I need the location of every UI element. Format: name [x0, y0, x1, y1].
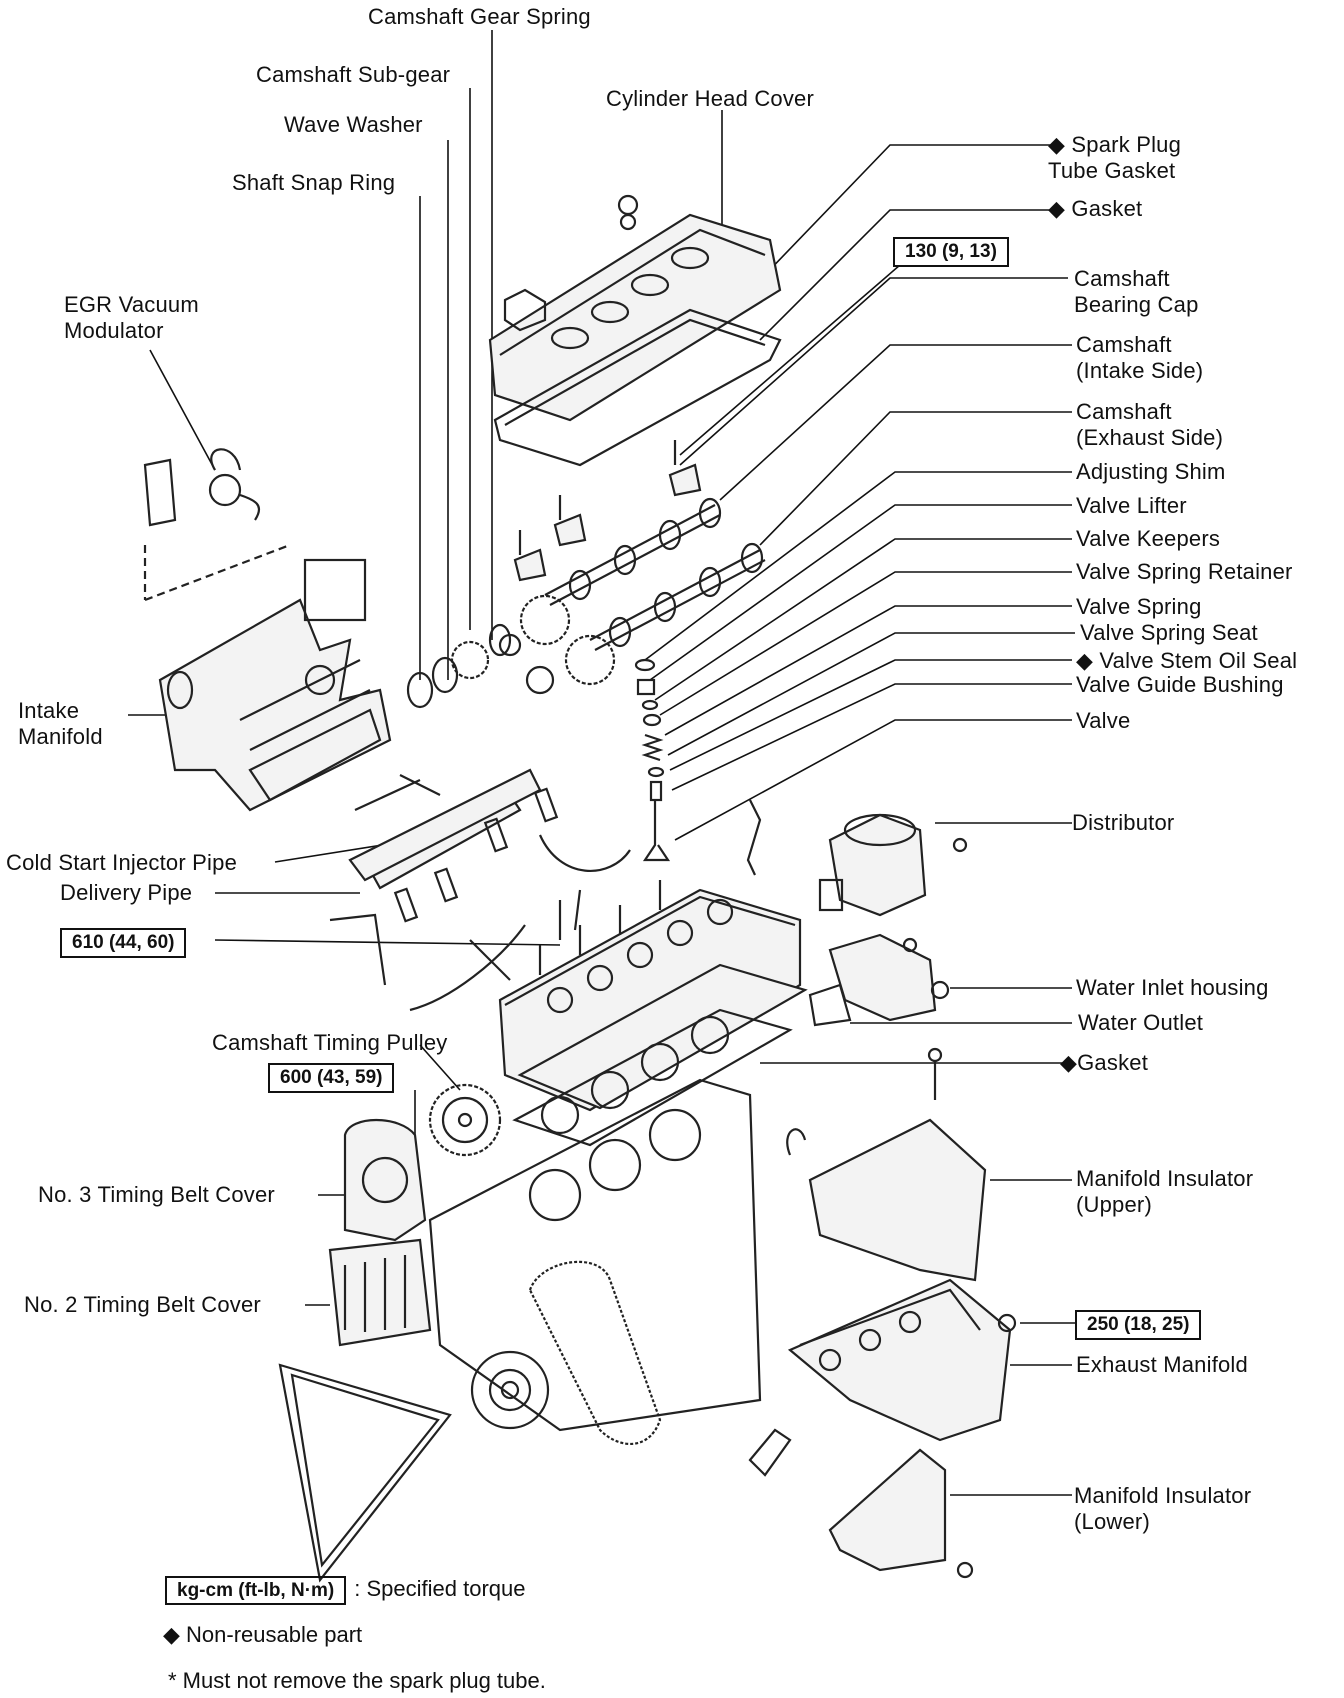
- leader-valve-stem-oil-seal: [669, 659, 1072, 771]
- label-water-outlet: Water Outlet: [1078, 1010, 1204, 1035]
- label-gasket-head: ◆Gasket: [1060, 1050, 1149, 1075]
- legend-torque-box: kg-cm (ft-lb, N·m): [165, 1576, 347, 1605]
- label-camshaft-timing-pulley: Camshaft Timing Pulley: [212, 1030, 448, 1055]
- leader-valve: [674, 719, 1072, 841]
- leader-adjusting-shim: [644, 471, 1072, 661]
- legend-nonreusable: ◆ Non-reusable part: [163, 1622, 363, 1647]
- label-valve-spring-seat: Valve Spring Seat: [1080, 620, 1258, 645]
- label-valve-stem-oil-seal: ◆ Valve Stem Oil Seal: [1076, 648, 1298, 673]
- label-egr-vacuum-modulator: EGR Vacuum Modulator: [64, 292, 199, 343]
- leader-valve-guide-bushing: [671, 683, 1072, 791]
- distributor: [746, 799, 968, 917]
- label-valve: Valve: [1076, 708, 1131, 733]
- torque-610: 610 (44, 60): [60, 928, 187, 958]
- leader-camshaft-intake: [719, 344, 1072, 501]
- label-exhaust-manifold: Exhaust Manifold: [1076, 1352, 1248, 1377]
- leader-torque-130: [679, 264, 901, 456]
- torque-250: 250 (18, 25): [1075, 1310, 1202, 1340]
- label-manifold-insulator-lower: Manifold Insulator (Lower): [1074, 1483, 1252, 1534]
- label-spark-plug-tube-gasket: ◆ Spark Plug Tube Gasket: [1048, 132, 1182, 183]
- cylinder-head-cover: [488, 194, 782, 422]
- label-manifold-insulator-upper: Manifold Insulator (Upper): [1076, 1166, 1254, 1217]
- exhaust-manifold: [787, 1278, 1017, 1442]
- leader-valve-keepers: [654, 538, 1072, 701]
- leader-lines: [128, 30, 1075, 1496]
- legend-torque-text: : Specified torque: [354, 1576, 526, 1601]
- camshaft-intake-side: [544, 497, 722, 606]
- manifold-insulator-lower: [748, 1428, 974, 1579]
- label-camshaft-gear-spring: Camshaft Gear Spring: [368, 4, 591, 29]
- leader-spark-plug-tube-gasket: [759, 144, 1060, 281]
- leader-torque-610: [214, 939, 561, 946]
- head-gasket: [512, 1008, 793, 1147]
- label-no3-timing-belt-cover: No. 3 Timing Belt Cover: [38, 1182, 275, 1207]
- label-camshaft-intake: Camshaft (Intake Side): [1076, 332, 1204, 383]
- label-water-inlet-housing: Water Inlet housing: [1076, 975, 1269, 1000]
- label-valve-lifter: Valve Lifter: [1076, 493, 1187, 518]
- label-camshaft-bearing-cap: Camshaft Bearing Cap: [1074, 266, 1199, 317]
- label-shaft-snap-ring: Shaft Snap Ring: [232, 170, 396, 195]
- valve-stack: [634, 658, 671, 862]
- bearing-caps: [513, 440, 702, 582]
- label-gasket-top: ◆ Gasket: [1048, 196, 1143, 221]
- no3-timing-belt-cover: [343, 1118, 427, 1242]
- label-distributor: Distributor: [1072, 810, 1175, 835]
- leader-valve-lifter: [649, 504, 1072, 681]
- label-adjusting-shim: Adjusting Shim: [1076, 459, 1226, 484]
- timing-belt: [470, 1260, 662, 1445]
- torque-130: 130 (9, 13): [893, 237, 1009, 267]
- legend-note: * Must not remove the spark plug tube.: [168, 1668, 546, 1693]
- leader-camshaft-exhaust: [759, 411, 1072, 546]
- label-camshaft-exhaust: Camshaft (Exhaust Side): [1076, 399, 1224, 450]
- leader-gasket-top: [759, 209, 1060, 341]
- camshaft-exhaust-side: [589, 542, 766, 651]
- head-cover-gasket: [493, 308, 782, 467]
- leader-timing-pulley: [419, 1044, 461, 1091]
- leader-camshaft-bearing-cap: [679, 277, 1068, 466]
- leader-egr: [149, 349, 216, 471]
- label-no2-timing-belt-cover: No. 2 Timing Belt Cover: [24, 1292, 261, 1317]
- leader-valve-spring-retainer: [659, 571, 1072, 716]
- engine-block: [428, 1078, 762, 1432]
- label-camshaft-sub-gear: Camshaft Sub-gear: [256, 62, 451, 87]
- leader-valve-spring-seat: [667, 632, 1075, 756]
- camshaft-timing-pulley: [428, 1083, 502, 1157]
- label-valve-keepers: Valve Keepers: [1076, 526, 1221, 551]
- egr-vacuum-modulator: [143, 448, 291, 602]
- label-valve-spring-retainer: Valve Spring Retainer: [1076, 559, 1293, 584]
- label-valve-spring: Valve Spring: [1076, 594, 1202, 619]
- cylinder-head: [498, 880, 808, 1112]
- camshaft-gears: [450, 594, 616, 695]
- water-inlet-housing: [808, 933, 950, 1027]
- leader-valve-spring: [664, 605, 1072, 736]
- delivery-pipe-assembly: [329, 768, 631, 1012]
- label-delivery-pipe: Delivery Pipe: [60, 880, 193, 905]
- legend-torque: kg-cm (ft-lb, N·m) : Specified torque: [165, 1576, 526, 1605]
- no2-timing-belt-cover: [328, 1238, 432, 1347]
- torque-600: 600 (43, 59): [268, 1063, 395, 1093]
- label-wave-washer: Wave Washer: [284, 112, 423, 137]
- label-cylinder-head-cover: Cylinder Head Cover: [606, 86, 814, 111]
- intake-manifold: [158, 558, 392, 812]
- label-cold-start-injector-pipe: Cold Start Injector Pipe: [6, 850, 238, 875]
- label-valve-guide-bushing: Valve Guide Bushing: [1076, 672, 1284, 697]
- label-intake-manifold: Intake Manifold: [18, 698, 103, 749]
- manifold-insulator-upper: [786, 1047, 987, 1282]
- snap-ring-washers: [406, 623, 512, 709]
- v-belt: [278, 1363, 452, 1583]
